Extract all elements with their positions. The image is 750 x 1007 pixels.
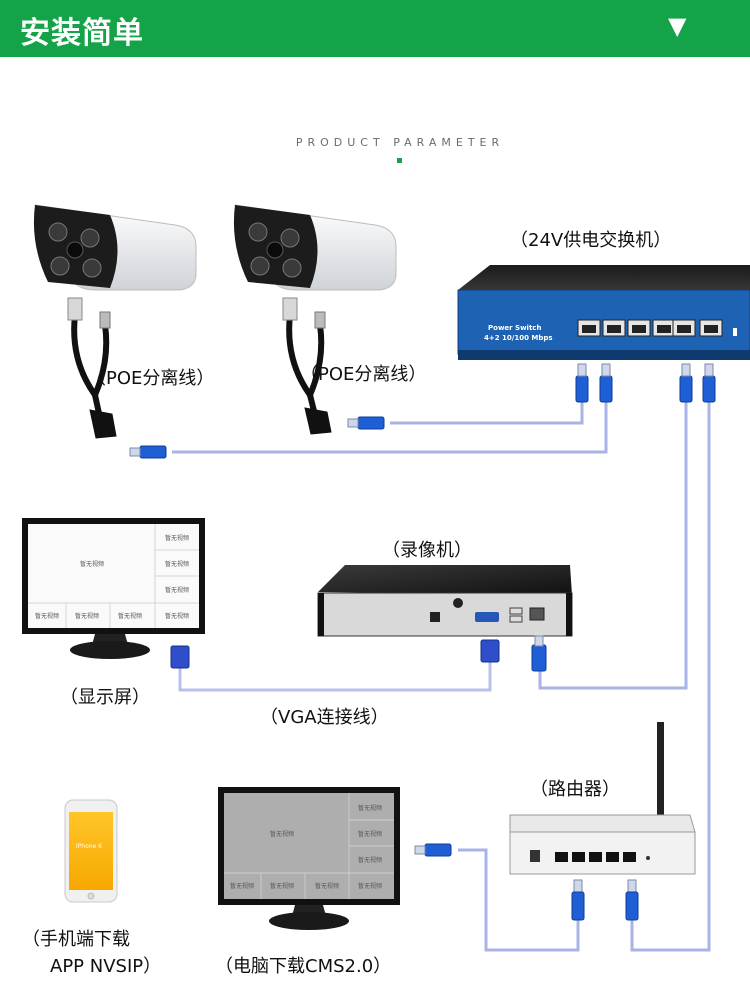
cable-switch-to-nvr [538, 402, 688, 690]
phone-label-line1: （手机端下载 [22, 929, 130, 950]
poe-splitter-2-label: （POE分离线） [300, 364, 427, 385]
svg-text:暂无视频: 暂无视频 [75, 612, 99, 620]
monitor-display: 暂无视频 暂无视频 暂无视频 暂无视频 暂无视频 暂无视频 暂无视频 暂无视频 [22, 518, 205, 659]
router [509, 722, 696, 875]
poe-side-connectors [129, 416, 385, 459]
svg-text:暂无视频: 暂无视频 [165, 612, 189, 620]
svg-text:暂无视频: 暂无视频 [358, 882, 382, 890]
network-cables [172, 402, 711, 952]
smartphone: iPhone 6 [64, 799, 118, 903]
camera-1 [33, 204, 197, 291]
cable-router-to-pc [458, 848, 580, 952]
switch-spec-text: 4+2 10/100 Mbps [484, 334, 553, 342]
svg-text:暂无视频: 暂无视频 [118, 612, 142, 620]
cable-switch-to-router [630, 402, 711, 952]
camera-2 [233, 204, 397, 291]
svg-text:暂无视频: 暂无视频 [165, 586, 189, 594]
subtitle-dot [397, 158, 402, 163]
product-parameter-subtitle: PRODUCT PARAMETER [295, 136, 505, 149]
monitor-label: （显示屏） [60, 687, 150, 708]
svg-text:暂无视频: 暂无视频 [358, 856, 382, 864]
cable-switch-to-poe1 [172, 402, 608, 454]
poe-splitter-2 [282, 297, 332, 435]
pc-connector [414, 843, 452, 857]
svg-text:暂无视频: 暂无视频 [270, 882, 294, 890]
switch-connectors [575, 363, 716, 403]
svg-text:暂无视频: 暂无视频 [358, 804, 382, 812]
svg-text:暂无视频: 暂无视频 [315, 882, 339, 890]
svg-text:暂无视频: 暂无视频 [35, 612, 59, 620]
cable-switch-to-poe2 [390, 402, 584, 425]
section-title: 安装简单 [20, 16, 144, 51]
nvr-recorder [317, 565, 573, 637]
nvr-connectors [480, 635, 547, 672]
vga-cable [178, 660, 492, 692]
router-connectors [571, 879, 639, 921]
nvr-label: （录像机） [382, 540, 472, 561]
phone-label-line2: APP NVSIP） [50, 956, 162, 977]
poe-splitter-1 [67, 297, 117, 439]
screen-cell-text: 暂无视频 [80, 560, 104, 568]
svg-text:暂无视频: 暂无视频 [230, 882, 254, 890]
phone-model-text: iPhone 6 [76, 843, 102, 850]
svg-text:暂无视频: 暂无视频 [270, 830, 294, 838]
section-header: 安装简单 ▼ [0, 0, 750, 57]
svg-text:暂无视频: 暂无视频 [165, 560, 189, 568]
vga-cable-label: （VGA连接线） [260, 707, 389, 728]
poe-switch: Power Switch 4+2 10/100 Mbps [457, 265, 750, 360]
switch-brand-text: Power Switch [488, 324, 541, 332]
router-label: （路由器） [530, 779, 620, 800]
svg-text:暂无视频: 暂无视频 [165, 534, 189, 542]
svg-text:暂无视频: 暂无视频 [358, 830, 382, 838]
vga-connector-monitor [170, 645, 190, 669]
poe-splitter-1-label: （POE分离线） [88, 368, 215, 389]
switch-label: （24V供电交换机） [510, 230, 672, 251]
expand-arrow-icon: ▼ [668, 12, 687, 40]
pc-monitor: 暂无视频 暂无视频 暂无视频 暂无视频 暂无视频 暂无视频 暂无视频 暂无视频 [218, 787, 400, 930]
pc-label: （电脑下载CMS2.0） [215, 956, 392, 977]
